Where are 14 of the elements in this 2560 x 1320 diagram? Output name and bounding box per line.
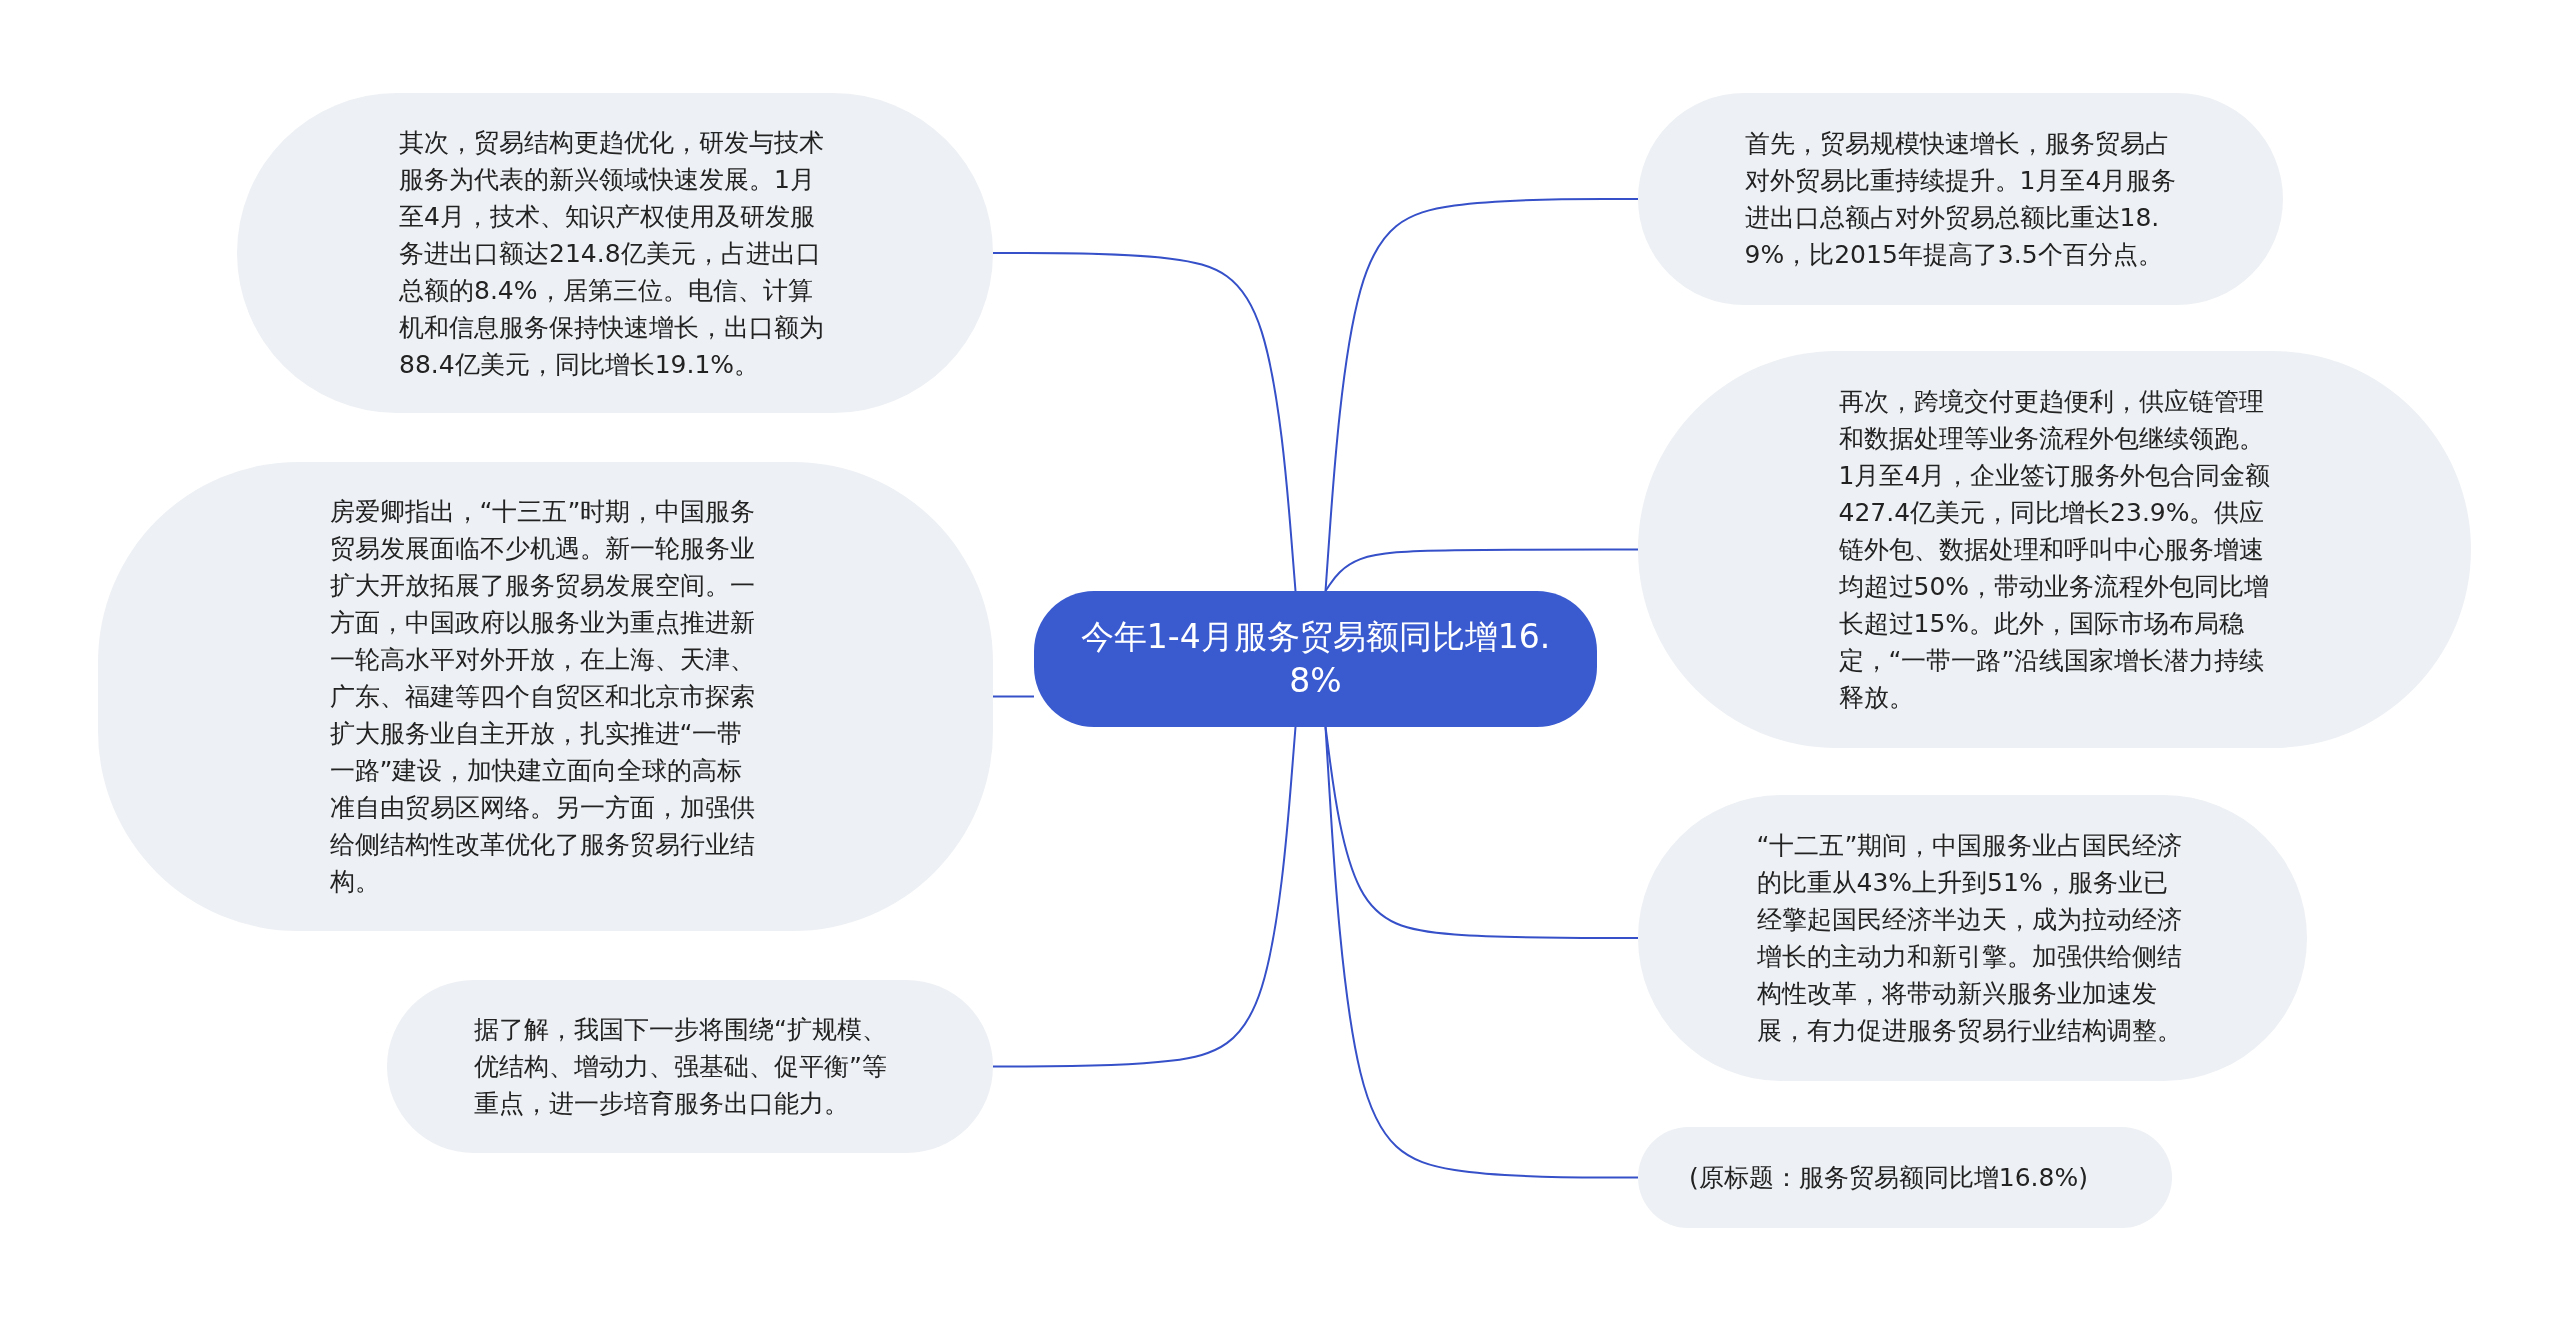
branch-line [1324,198,1639,592]
topic-text: 首先，贸易规模快速增长，服务贸易占对外贸易比重持续提升。1月至4月服务进出口总额占对外贸易总额比重达18.9%，比2015年提高了3.5个百分点。 [1744,128,2177,271]
topic-text: “十二五”期间，中国服务业占国民经济的比重从43%上升到51%，服务业已经擎起国民经济半边天，成为拉动经济增长的主动力和新引擎。加强供给侧结构性改革，将带动新兴服务业加速发展，有力促进服务贸易行业结构调整。 [1756,830,2184,1047]
topic-text: 据了解，我国下一步将围绕“扩规模、优结构、增动力、强基础、促平衡”等重点，进一步培育服务出口能力。 [474,1014,888,1120]
topic-text: 其次，贸易结构更趋优化，研发与技术服务为代表的新兴领域快速发展。1月至4月，技术、知识产权使用及研发服务进出口额达214.8亿美元，占进出口总额的8.4%，居第三位。电信、计算机和信息服务保持快速增长，出口额为88.4亿美元，同比增长19.1%。 [399,126,825,381]
branch-line [1324,726,1639,1179]
branch-line [992,695,1035,698]
topic-title: 今年1-4月服务贸易额同比增16.8% [1080,616,1551,702]
branch-line [992,252,1297,592]
topic-text: (原标题：服务贸易额同比增16.8%) [1689,1162,2089,1194]
branch-line [992,726,1297,1068]
topic-text: 房爱卿指出，“十三五”时期，中国服务贸易发展面临不少机遇。新一轮服务业扩大开放拓展了服务贸易发展空间。一方面，中国政府以服务业为重点推进新一轮高水平对外开放，在上海、天津、广东、福建等四个自贸区和北京市探索扩大服务业自主开放，扎实推进“一带一路”建设，加快建立面向全球的高标准自由贸易区网络。另一方面，加强供给侧结构性改革优化了服务贸易行业结构。 [329,496,757,898]
branch-line [1324,548,1639,592]
topic-text: 再次，跨境交付更趋便利，供应链管理和数据处理等业务流程外包继续领跑。1月至4月，企业签订服务外包合同金额427.4亿美元，同比增长23.9%。供应链外包、数据处理和呼叫中心服务增速均超过50%，带动业务流程外包同比增长超过15%。此外，国际市场布局稳定，“一带一路”沿线国家增长潜力持续释放。 [1838,386,2271,714]
